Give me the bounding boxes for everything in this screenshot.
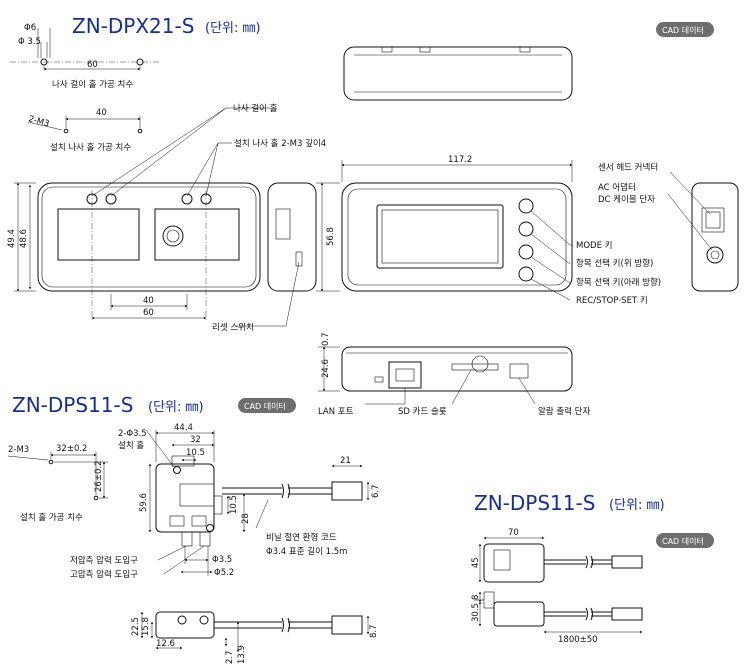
dim-phi6: Φ6 [24,23,36,33]
label-screw-hole-dims: 나사 걸이 홀 가공 치수 [52,79,133,90]
dim-486: 48.6 [19,229,29,248]
dpx21-connector-side [667,171,739,292]
dim-21: 21 [340,456,351,466]
dim-67: 6.7 [371,484,381,498]
dim-494: 49.4 [7,229,17,248]
dps11-adapter-side [474,591,643,634]
dpx21-front-view [14,107,270,322]
dim-m3a: 2-M3 [27,114,50,129]
dpx21-top-view [343,46,573,101]
label-mode-key: MODE 키 [576,241,612,251]
label-item-down-key: 항목 선택 키(아래 방향) [576,277,661,288]
dim-1172: 117.2 [448,155,472,165]
dim-70: 70 [508,528,519,538]
dps11-body-view [145,429,370,576]
label-rec-key: REC/STOP·SET 키 [576,296,648,306]
dim-32tol: 32±0.2 [56,444,87,454]
dim-26tol: 26±0.2 [94,461,104,492]
svg-text:CAD 데이터: CAD 데이터 [662,536,704,546]
dim-phi35: Φ 3.5 [18,37,41,47]
dim-105: 10.5 [186,448,205,458]
dim-28: 28 [241,513,251,524]
dpx21-side-view [236,182,317,327]
dim-126: 12.6 [156,639,175,649]
title-dps11-b-unit: (단위: ㎜) [609,498,665,513]
dpx21-bottom-view [318,346,573,405]
dim-mount-hole-b-line2: 설치 홀 [118,440,144,451]
cad-badge[interactable]: CAD 데이터 [656,22,714,37]
label-ac-adapter-line2: DC 케이블 단자 [598,194,655,205]
label-mount-hole-dims-top: 설치 나사 홀 가공 치수 [50,142,131,153]
dim-40a: 40 [96,108,107,118]
mount-hole-dims-drawing [27,116,143,134]
dps11-adapter-front [478,536,643,583]
title-dps11-a: ZN-DPS11-S [12,393,133,417]
label-mount-hole-dims-b: 설치 홀 가공 치수 [20,512,83,523]
dim-158: 15.8 [141,617,151,636]
dim-phi52: Φ5.2 [214,568,234,578]
dim-07: 0.7 [321,332,331,346]
dim-105b: 10.5 [229,495,239,514]
dim-305: 30.5 [471,603,481,622]
dim-139: 13.9 [237,645,247,664]
dim-568: 56.8 [326,227,336,246]
label-lan-port: LAN 포트 [318,407,354,417]
svg-text:CAD 데이터: CAD 데이터 [244,401,286,411]
dim-45: 45 [471,557,481,568]
dim-60b: 60 [143,308,154,318]
dps11-mount-hole-dims [7,452,108,501]
label-cable-line1: 비닐 절연 환형 코드 [266,532,337,543]
dim-phi35b: Φ3.5 [212,555,232,565]
title-dps11-b: ZN-DPS11-S [474,491,595,515]
title-dpx21-unit: (단위: ㎜) [205,21,261,36]
dim-596: 59.6 [139,493,149,512]
label-sensor-head-connector: 센서 헤드 커넥터 [598,162,658,173]
dim-40b: 40 [143,296,154,306]
dps11-bottom-view [140,611,370,653]
cad-badge[interactable]: CAD 데이터 [238,398,296,413]
dim-m3b: 2-M3 [8,445,29,455]
dpx21-display-view [316,160,573,301]
dim-1800: 1800±50 [558,635,598,645]
label-cable-line2: Φ3.4 표준 길이 1.5m [266,546,347,557]
label-high-pressure-port: 고압측 압력 도입구 [70,569,138,580]
title-dps11-a-unit: (단위: ㎜) [148,400,204,415]
svg-text:CAD 데이터: CAD 데이터 [662,25,704,35]
dim-27: 2.7 [225,650,235,664]
label-item-up-key: 항목 선택 키(위 방향) [576,258,653,269]
label-reset-switch: 리셋 스위치 [212,323,254,333]
dim-mount-hole-b-line1: 2-Φ3.5 [118,429,147,439]
dim-225: 22.5 [131,617,141,636]
label-screw-hole: 나사 걸이 홀 [233,103,278,114]
dim-8: 8 [471,595,481,600]
label-ac-adapter-line1: AC 어댑터 [598,182,636,193]
label-sd-slot: SD 카드 슬롯 [398,407,447,417]
cad-badge[interactable]: CAD 데이터 [656,533,714,548]
title-dpx21: ZN-DPX21-S [72,14,194,38]
dim-246: 24.6 [321,359,331,378]
label-mount-screw-hole: 설치 나사 홀 2-M3 깊이4 [234,138,326,149]
label-low-pressure-port: 저압측 압력 도입구 [70,555,138,566]
dim-32: 32 [190,435,201,445]
dim-60a: 60 [87,60,98,70]
screw-hole-dims-drawing [10,28,160,71]
dim-444: 44.4 [174,423,193,433]
dim-87: 8.7 [369,624,379,638]
label-alarm-terminal: 알람 출력 단자 [538,406,591,417]
